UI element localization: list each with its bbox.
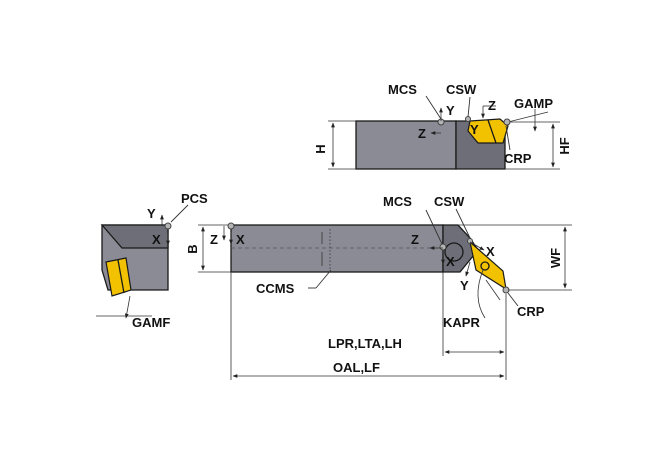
label-z-side-head: Z	[411, 232, 419, 247]
label-hf: HF	[557, 137, 572, 154]
label-y-top: Y	[446, 103, 455, 118]
label-mcs-top: MCS	[388, 82, 417, 97]
top-view: H HF GAMP MCS Y Z CSW Z Y CRP	[313, 82, 572, 170]
end-view: PCS Y X GAMF	[96, 191, 208, 330]
label-gamf: GAMF	[132, 315, 170, 330]
label-kapr: KAPR	[443, 315, 480, 330]
label-b: B	[185, 244, 200, 253]
side-view-shank	[230, 224, 444, 273]
label-wf: WF	[548, 248, 563, 268]
label-x-side-head: X	[446, 254, 455, 269]
label-z-top-body: Z	[418, 126, 426, 141]
label-ccms: CCMS	[256, 281, 295, 296]
label-mcs-side: MCS	[383, 194, 412, 209]
label-x-end: X	[152, 232, 161, 247]
label-csw-side: CSW	[434, 194, 465, 209]
label-lpr: LPR,LTA,LH	[328, 336, 402, 351]
label-z-side: Z	[210, 232, 218, 247]
label-x-side-insert: X	[486, 244, 495, 259]
label-crp-side: CRP	[517, 304, 545, 319]
side-view: B Z X CCMS MCS Z X CSW X Y CRP	[185, 194, 572, 380]
side-csw-point	[467, 238, 473, 244]
top-crp-point	[503, 118, 511, 126]
label-x-side: X	[236, 232, 245, 247]
top-view-insert	[467, 118, 509, 144]
label-pcs: PCS	[181, 191, 208, 206]
label-csw-top: CSW	[446, 82, 477, 97]
label-z-top: Z	[488, 98, 496, 113]
top-view-shank	[355, 120, 457, 170]
label-crp-top: CRP	[504, 151, 532, 166]
label-oal: OAL,LF	[333, 360, 380, 375]
side-mcs-point	[439, 243, 447, 251]
end-view-insert	[105, 257, 132, 297]
label-y-top-insert: Y	[470, 122, 479, 137]
label-h: H	[313, 144, 328, 153]
label-y-end: Y	[147, 206, 156, 221]
end-pcs-point	[164, 222, 172, 230]
label-gamp: GAMP	[514, 96, 553, 111]
label-y-side-insert: Y	[460, 278, 469, 293]
side-pcs-point	[227, 222, 235, 230]
top-csw-point	[465, 116, 471, 122]
